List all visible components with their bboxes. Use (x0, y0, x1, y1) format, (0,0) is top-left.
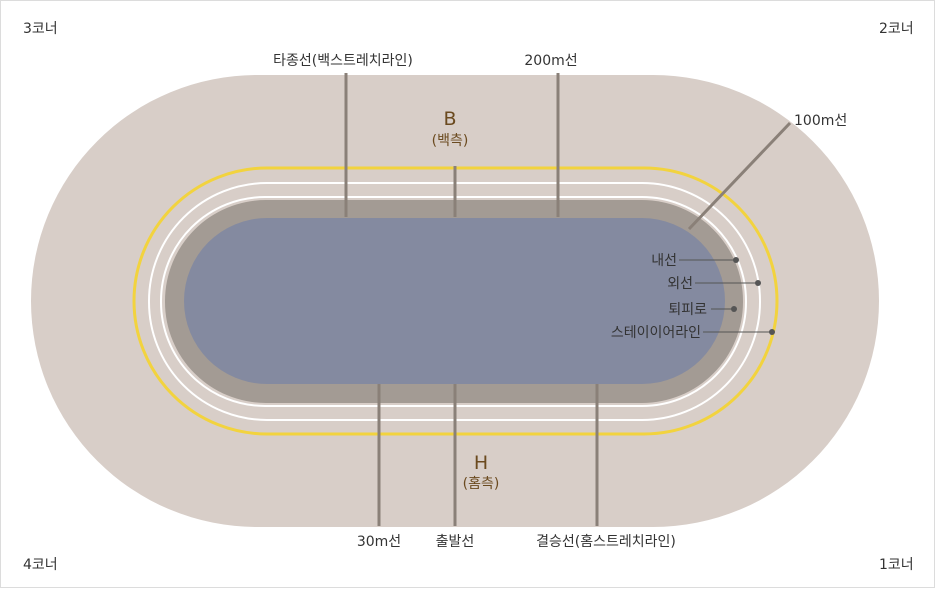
back-side-letter: B (443, 108, 456, 130)
line100-label: 100m선 (794, 113, 847, 129)
infield (184, 218, 725, 384)
stayer-line-label: 스테이이어라인 (611, 325, 701, 341)
home-side-letter: H (474, 452, 488, 474)
back-side-sub: (백측) (432, 133, 469, 149)
line200-label: 200m선 (524, 53, 577, 69)
home-side-sub: (홈측) (463, 476, 500, 492)
corner-3-label: 3코너 (23, 21, 58, 37)
inner-dot (733, 257, 739, 263)
corner-1-label: 1코너 (879, 557, 914, 573)
refuge-label: 퇴피로 (668, 302, 707, 318)
outer-line-label: 외선 (667, 276, 693, 292)
finish-label: 결승선(홈스트레치라인) (536, 534, 676, 550)
corner-2-label: 2코너 (879, 21, 914, 37)
line30-label: 30m선 (357, 534, 401, 550)
outer-dot (755, 280, 761, 286)
stayer-dot (769, 329, 775, 335)
inner-line-label: 내선 (651, 253, 677, 269)
corner-4-label: 4코너 (23, 557, 58, 573)
start-label: 출발선 (436, 534, 475, 550)
backstretch-label: 타종선(백스트레치라인) (273, 53, 413, 69)
line100-marker (687, 121, 792, 231)
refuge-dot (731, 306, 737, 312)
